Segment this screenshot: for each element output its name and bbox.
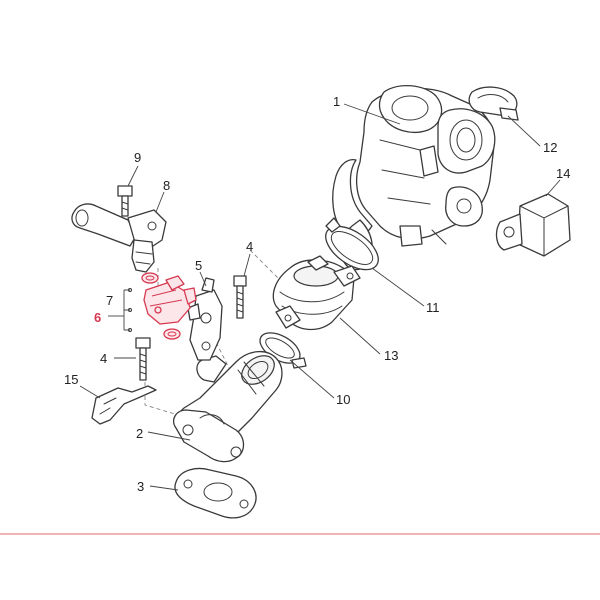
callout-2: 2: [136, 426, 143, 441]
part-15-clip: [91, 385, 157, 425]
callout-7: 7: [106, 293, 113, 308]
callout-6: 6: [94, 310, 101, 325]
part-12-hose-clamp: [468, 86, 519, 121]
callout-1: 1: [333, 94, 340, 109]
part-2-intake-manifold: [172, 351, 283, 463]
part-10-hose-clamp: [259, 332, 307, 369]
part-8-fuel-rail: [71, 203, 167, 273]
callout-15: 15: [64, 372, 78, 387]
callout-4-lower: 4: [100, 351, 107, 366]
part-13-intake-spacer: [272, 255, 361, 331]
part-6-injector-highlighted: [141, 272, 197, 340]
callout-3: 3: [137, 479, 144, 494]
callout-9: 9: [134, 150, 141, 165]
part-4-bolt-lower: [135, 337, 151, 381]
callout-12: 12: [543, 140, 557, 155]
part-9-screw: [117, 185, 133, 217]
callout-10: 10: [336, 392, 350, 407]
callout-5: 5: [195, 258, 202, 273]
callout-14: 14: [556, 166, 570, 181]
part-11-o-ring: [325, 217, 379, 271]
part-5-bracket: [187, 277, 223, 361]
part-3-gasket: [174, 467, 257, 519]
callout-numbers: 1 2 3 4 4 5 6 7 8 9 10 11 12 13 14 15: [64, 94, 570, 494]
callout-4-upper: 4: [246, 239, 253, 254]
leader-lines: [79, 103, 561, 491]
part-14-sensor: [495, 193, 571, 257]
part-4-bolt-upper: [233, 275, 247, 319]
callout-13: 13: [384, 348, 398, 363]
callout-8: 8: [163, 178, 170, 193]
callout-11: 11: [426, 300, 440, 315]
